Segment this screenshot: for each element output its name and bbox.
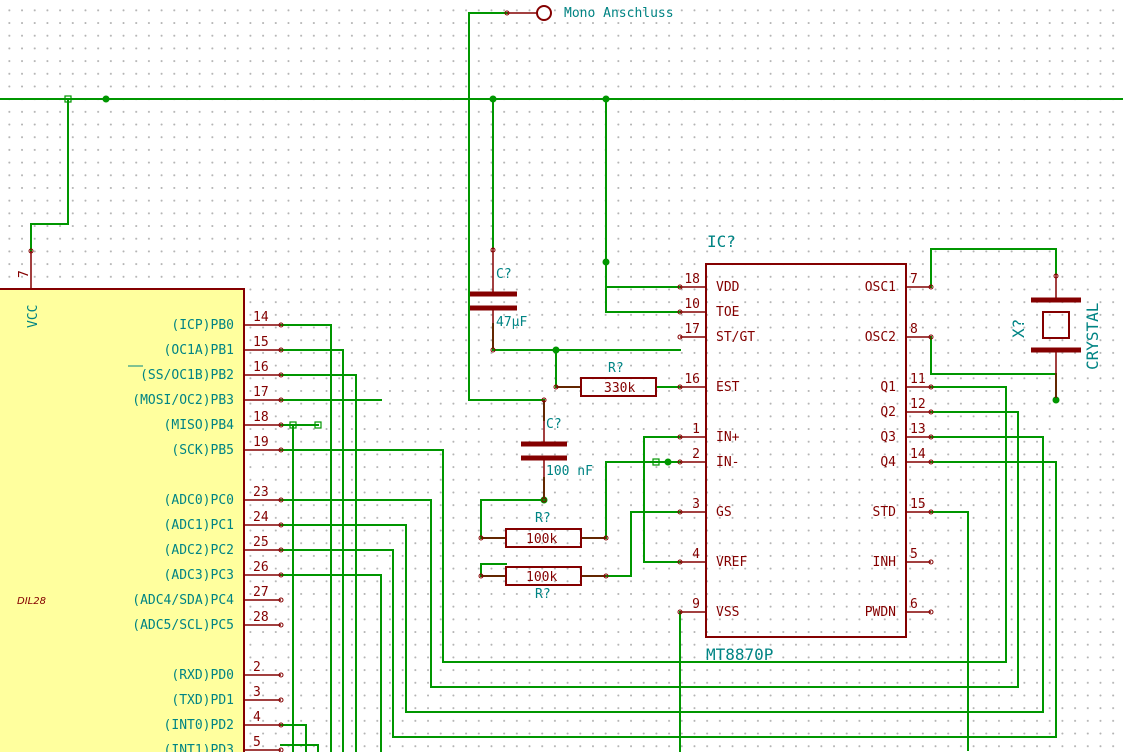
mcu-pin-number: 16 [253,360,269,375]
ic-pin-name: Q4 [880,455,896,470]
r1-value: 330k [604,381,635,396]
ic-pin-number: 15 [910,497,926,512]
ic-pin-name: EST [716,380,740,395]
mcu-pin-number: 17 [253,385,269,400]
mcu-pin-number: 2 [253,660,261,675]
ic-pin-number: 8 [910,322,918,337]
crystal-reference: X? [1009,319,1028,338]
connector-circle-icon [536,5,552,21]
mcu-pin-number: 25 [253,535,269,550]
ic-pin-number: 16 [684,372,700,387]
c2-reference: C? [546,417,562,432]
c1-value: 47µF [496,315,527,330]
ic-pin-name: GS [716,505,732,520]
ic-pin-number: 4 [692,547,700,562]
ic-pin-name: OSC2 [865,330,896,345]
mcu-pin-name: (INT0)PD2 [164,718,234,733]
mcu-pin-name: (OC1A)PB1 [164,343,234,358]
r2-value: 100k [526,532,557,547]
ic-pin-name: Q1 [880,380,896,395]
mcu-pin-name: (ADC0)PC0 [164,493,234,508]
ic-pin-name: TOE [716,305,739,320]
mcu-pin-name: (RXD)PD0 [171,668,234,683]
ic-pin-number: 7 [910,272,918,287]
mcu-chip[interactable]: 7 VCC DIL28 14 (ICP)PB0 15 (OC1A)PB1 16 (SS/O… [0,248,284,752]
ic-pin-number: 17 [684,322,700,337]
ic-pin-number: 10 [684,297,700,312]
mcu-pin-number: 3 [253,685,261,700]
mcu-pin-number: 24 [253,510,269,525]
ic-value: MT8870P [706,645,773,664]
mcu-pin-number: 23 [253,485,269,500]
ic-pin-name: VSS [716,605,739,620]
mcu-pin-number: 5 [253,735,261,750]
ic-pin-number: 11 [910,372,926,387]
connector-label: Mono Anschluss [564,6,674,21]
ic-pin-name: VDD [716,280,740,295]
mcu-footprint: DIL28 [17,596,46,607]
mcu-pin-number: 15 [253,335,269,350]
ic-pin-name: STD [873,505,897,520]
mcu-pin-name: (TXD)PD1 [171,693,234,708]
resistor-100k-upper[interactable]: R? 100k [478,511,609,548]
ic-pin-number: 3 [692,497,700,512]
ic-pin-name: Q2 [880,405,896,420]
mcu-pin-name: (INT1)PD3 [164,743,234,752]
ic-pin-name: IN- [716,455,739,470]
ic-pin-number: 1 [692,422,700,437]
ic-pin-number: 5 [910,547,918,562]
capacitor-100nf[interactable]: C? 100 nF [521,397,593,503]
ic-pin-number: 2 [692,447,700,462]
mcu-vcc-pin-number: 7 [17,270,32,278]
capacitor-47uf[interactable]: C? 47µF [470,247,527,353]
crystal[interactable]: X? CRYSTAL [1009,273,1102,398]
resistor-100k-lower[interactable]: 100k R? [478,566,609,602]
mcu-pin-number: 4 [253,710,261,725]
mcu-pin-name: (ADC4/SDA)PC4 [132,593,234,608]
mcu-pin-name: (MISO)PB4 [164,418,235,433]
mcu-pin-number: 18 [253,410,269,425]
mcu-pin-number: 28 [253,610,269,625]
mcu-pin-name: (ADC2)PC2 [164,543,234,558]
crystal-value: CRYSTAL [1083,303,1102,370]
ic-reference: IC? [707,232,736,251]
ic-pin-name: Q3 [880,430,896,445]
ic-pin-number: 9 [692,597,700,612]
mcu-pin-name: (SS/OC1B)PB2 [140,368,234,383]
mcu-pin-number: 14 [253,310,269,325]
mcu-pin-name: (ADC1)PC1 [164,518,234,533]
ic-pin-number: 18 [684,272,700,287]
ic-pin-name: OSC1 [865,280,896,295]
mcu-pin-name: (ADC5/SCL)PC5 [132,618,234,633]
mcu-pin-number: 19 [253,435,269,450]
r1-reference: R? [608,361,624,376]
ic-pin-number: 12 [910,397,926,412]
resistor-330k[interactable]: R? 330k [553,361,657,397]
mcu-pins: 14 (ICP)PB0 15 (OC1A)PB1 16 (SS/OC1B)PB2 17 (MO… [128,310,284,752]
mcu-pin-number: 26 [253,560,269,575]
mcu-pin-name: (ADC3)PC3 [164,568,234,583]
r2-reference: R? [535,511,551,526]
ic-pin-number: 14 [910,447,926,462]
mcu-pin-name: (MOSI/OC2)PB3 [132,393,234,408]
mcu-pin-name: (ICP)PB0 [171,318,234,333]
ic-pin-number: 13 [910,422,926,437]
ic-pin-name: PWDN [865,605,896,620]
mcu-pin-number: 27 [253,585,269,600]
mcu-vcc-label: VCC [26,305,41,328]
ic-pin-name: IN+ [716,430,740,445]
r3-reference: R? [535,587,551,602]
mono-connector[interactable]: Mono Anschluss [504,5,674,21]
ic-pin-number: 6 [910,597,918,612]
ic-pin-name: INH [873,555,896,570]
ic-pin-name: ST/GT [716,330,755,345]
r3-value: 100k [526,570,557,585]
c2-value: 100 nF [546,464,593,479]
mcu-pin-name: (SCK)PB5 [171,443,234,458]
ic-pin-name: VREF [716,555,747,570]
c1-reference: C? [496,267,512,282]
